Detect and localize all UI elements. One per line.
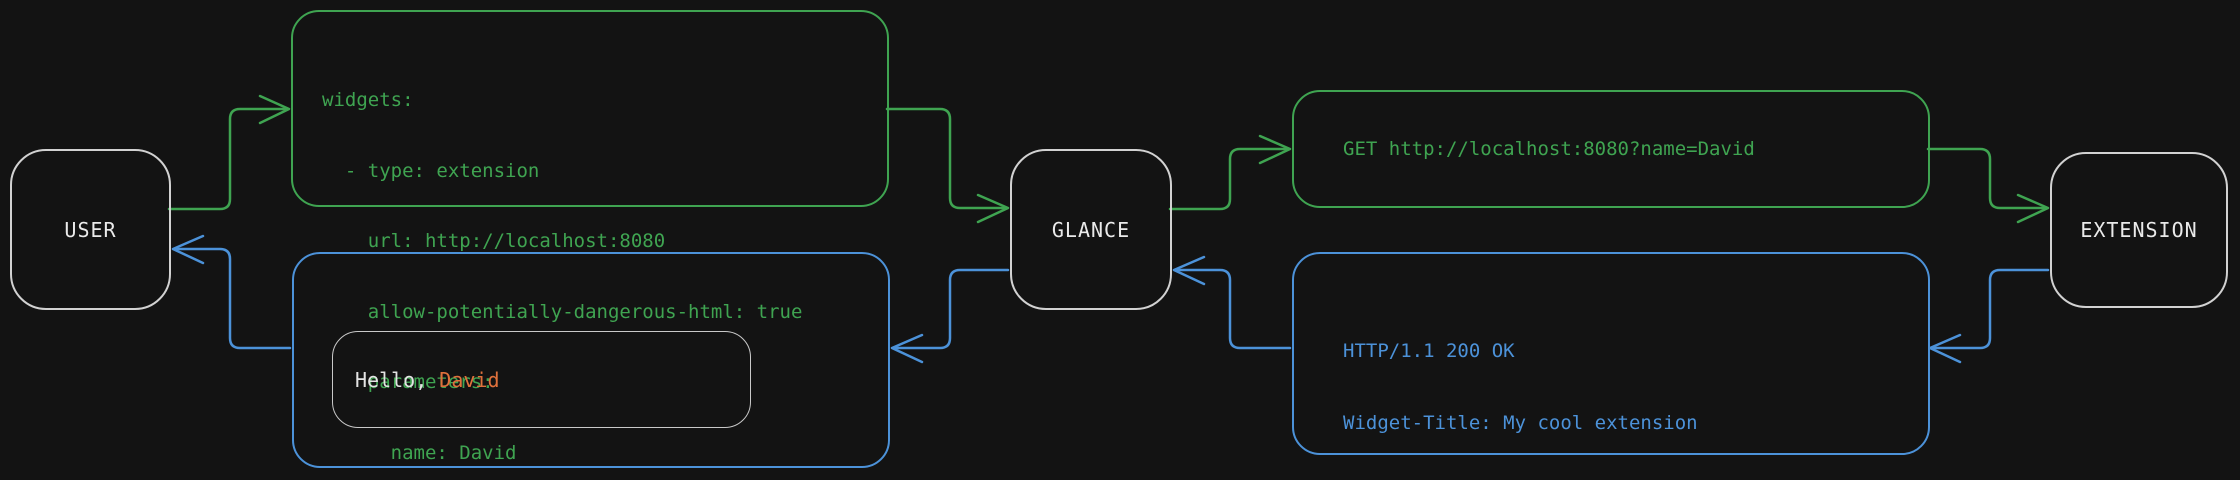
config-yaml-code: widgets: - type: extension url: http://l… xyxy=(293,12,887,480)
extension-node: EXTENSION xyxy=(2050,152,2228,308)
response-flow-arrows xyxy=(171,234,2050,364)
arrow-config-to-glance xyxy=(885,107,1008,210)
arrow-glance-to-widget xyxy=(892,268,1010,350)
arrow-widget-to-user xyxy=(173,247,292,350)
config-line: allow-potentially-dangerous-html: true xyxy=(322,300,803,323)
config-line: name: David xyxy=(322,441,517,464)
arrow-extension-to-response xyxy=(1930,268,2050,350)
config-line: widgets: xyxy=(322,89,414,111)
greeting-prefix: Hello, xyxy=(355,367,440,392)
arrow-request-to-extension xyxy=(1926,147,2048,210)
arrow-user-to-config xyxy=(167,107,290,211)
config-line: url: http://localhost:8080 xyxy=(322,230,666,252)
config-message-box: widgets: - type: extension url: http://l… xyxy=(291,10,889,464)
extension-node-label: EXTENSION xyxy=(2080,218,2198,242)
arrowhead-into-response xyxy=(1928,333,1962,364)
arrowhead-into-user xyxy=(171,234,205,265)
glance-node: GLANCE xyxy=(1010,149,1172,310)
config-line: parameters: xyxy=(322,371,494,393)
request-flow-arrows xyxy=(167,94,2050,224)
http-request-message-box: GET http://localhost:8080?name=David xyxy=(1292,90,1930,208)
http-request-text: GET http://localhost:8080?name=David xyxy=(1343,138,1755,160)
arrow-response-to-glance xyxy=(1174,268,1292,350)
arrowhead-into-glance-right xyxy=(1172,255,1206,286)
arrowhead-into-config xyxy=(258,94,291,125)
http-response-message-box: HTTP/1.1 200 OK Widget-Title: My cool ex… xyxy=(1292,252,1930,455)
greeting-name: David xyxy=(439,367,500,392)
user-node: USER xyxy=(10,149,171,310)
config-line: - type: extension xyxy=(322,159,540,182)
arrowhead-into-glance-left xyxy=(976,193,1010,224)
response-line: HTTP/1.1 200 OK xyxy=(1343,340,1515,362)
user-node-label: USER xyxy=(64,217,117,242)
arrowhead-into-request xyxy=(1258,134,1292,165)
response-line: Widget-Title: My cool extension xyxy=(1343,412,1698,434)
rendered-widget-box: MY COOL EXTENSION Hello, David xyxy=(292,252,890,468)
arrowhead-into-widget xyxy=(890,333,924,364)
widget-greeting-card: Hello, David xyxy=(332,331,751,428)
arrowhead-into-extension xyxy=(2016,193,2050,224)
arrow-glance-to-request xyxy=(1168,147,1290,211)
glance-node-label: GLANCE xyxy=(1051,217,1131,242)
http-response-code: HTTP/1.1 200 OK Widget-Title: My cool ex… xyxy=(1294,254,1928,480)
